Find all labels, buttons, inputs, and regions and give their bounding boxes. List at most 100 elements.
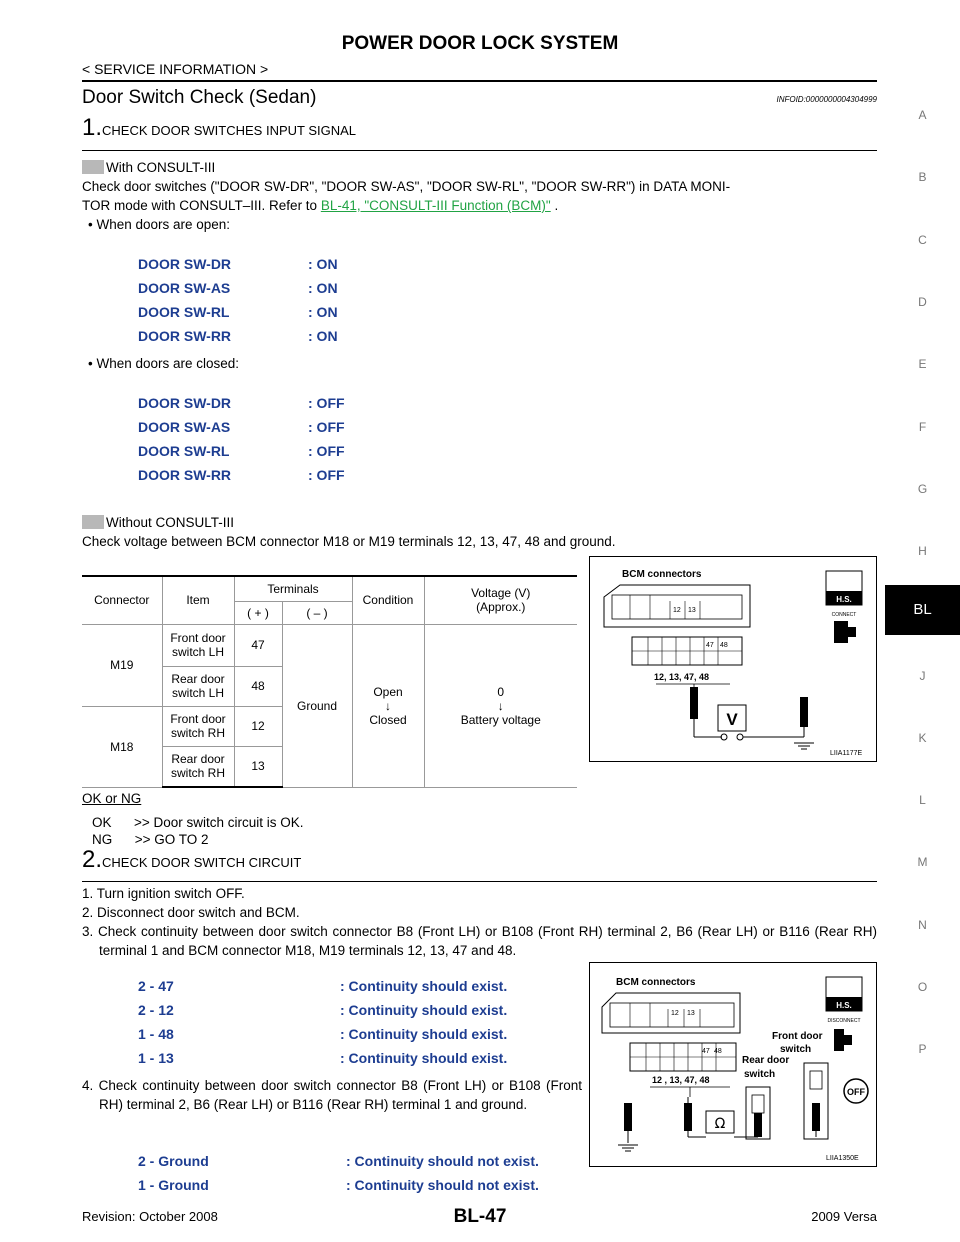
fig2-disconnect: DISCONNECT [827, 1018, 860, 1024]
fig2-term-label: 12 , 13, 47, 48 [652, 1075, 710, 1085]
sidebar-item-l[interactable]: L [919, 793, 926, 807]
spec-row: 2 - Ground: Continuity should not exist. [138, 1153, 539, 1169]
sidebar-item-b[interactable]: B [918, 170, 927, 184]
step2-rule [82, 881, 877, 882]
without-consult: Without CONSULT-III [82, 513, 877, 532]
closed-label: • When doors are closed: [88, 356, 240, 371]
cell-term: 47 [233, 623, 282, 667]
spec-row: DOOR SW-DR: OFF [138, 395, 345, 411]
fig1-code: LIIA1177E [830, 750, 863, 757]
front-door-label: Front door [772, 1031, 823, 1042]
step2-heading: 2.CHECK DOOR SWITCH CIRCUIT [82, 846, 301, 874]
front-switch-label: switch [780, 1044, 811, 1055]
fig2-bcm-label: BCM connectors [616, 977, 696, 988]
cell-ground: Ground [281, 623, 352, 788]
no-consult-tool-icon [82, 515, 104, 529]
doc-title: POWER DOOR LOCK SYSTEM [341, 33, 619, 54]
spec-row: DOOR SW-AS: OFF [138, 419, 345, 435]
th-plus: ( + ) [233, 600, 282, 625]
sidebar-item-g[interactable]: G [917, 482, 928, 496]
fig2-t13: 13 [687, 1010, 695, 1017]
info-id: INFOID:0000000004304999 [776, 95, 877, 104]
sidebar-item-p[interactable]: P [918, 1042, 927, 1056]
spec-row: DOOR SW-DR: ON [138, 256, 338, 272]
closed-spec-list: DOOR SW-DR: OFF DOOR SW-AS: OFF DOOR SW-… [138, 395, 345, 491]
th-voltage: Voltage (V)(Approx.) [423, 575, 577, 625]
list-item: 2. Disconnect door switch and BCM. [82, 905, 300, 920]
fig1-t13: 13 [688, 607, 696, 614]
with-consult: With CONSULT-III [82, 158, 877, 177]
section-title: Door Switch Check (Sedan) [82, 87, 317, 108]
open-spec-list: DOOR SW-DR: ON DOOR SW-AS: ON DOOR SW-RL… [138, 256, 338, 352]
header-rule [82, 80, 877, 82]
th-item: Item [161, 575, 234, 625]
fig1-t12: 12 [673, 607, 681, 614]
rear-switch-label: switch [744, 1069, 775, 1080]
sidebar-item-h[interactable]: H [918, 544, 927, 558]
sidebar-item-bl-active[interactable]: BL [885, 585, 960, 635]
bcm-voltage-figure: BCM connectors 12 13 47 48 12, 13, 47, 4… [589, 556, 877, 762]
open-label: • When doors are open: [88, 217, 231, 232]
ground-spec-list: 2 - Ground: Continuity should not exist.… [138, 1153, 539, 1201]
cell-term: 48 [233, 665, 282, 707]
step2-number: 2. [82, 846, 103, 873]
cell-term: 12 [233, 705, 282, 747]
cell-voltage: 0↓Battery voltage [423, 623, 577, 788]
sidebar-item-n[interactable]: N [918, 918, 927, 932]
ok-ng-label: OK or NG [82, 791, 142, 806]
spec-row: DOOR SW-RL: OFF [138, 443, 345, 459]
rear-door-label: Rear door [742, 1055, 789, 1066]
fig1-term-label: 12, 13, 47, 48 [654, 672, 709, 682]
fig1-bcm-label: BCM connectors [622, 569, 702, 580]
step1-rule [82, 150, 877, 151]
sidebar-item-d[interactable]: D [918, 295, 927, 309]
without-text: Check voltage between BCM connector M18 … [82, 534, 616, 549]
sidebar-item-a[interactable]: A [918, 108, 927, 122]
step1-body: With CONSULT-III Check door switches ("D… [82, 158, 877, 234]
sidebar-item-o[interactable]: O [917, 980, 928, 994]
list-item: 3. Check continuity between door switch … [82, 924, 877, 958]
bcm-continuity-figure: BCM connectors 12 13 47 48 12 , 13, 47, … [589, 962, 877, 1167]
fig1-t47: 47 [706, 642, 714, 649]
spec-row: 1 - 48: Continuity should exist. [138, 1026, 508, 1042]
spec-row: 1 - Ground: Continuity should not exist. [138, 1177, 539, 1193]
cell-term: 13 [233, 745, 282, 788]
step1-text2: TOR mode with CONSULT–III. Refer to BL-4… [82, 198, 559, 213]
sidebar-item-f[interactable]: F [918, 420, 927, 434]
sidebar-item-e[interactable]: E [918, 357, 927, 371]
sidebar-item-j[interactable]: J [919, 669, 926, 683]
cell-m19: M19 [82, 623, 162, 707]
fig2-t48: 48 [714, 1048, 722, 1055]
th-connector: Connector [82, 575, 162, 625]
bcm-continuity-diagram: BCM connectors 12 13 47 48 12 , 13, 47, … [601, 976, 869, 1162]
cell-m18: M18 [82, 705, 162, 788]
sidebar-item-m[interactable]: M [917, 855, 928, 869]
voltage-table: Connector Item Terminals Condition Volta… [82, 575, 577, 788]
th-condition: Condition [351, 575, 424, 625]
ok-result: OK >> Door switch circuit is OK. [92, 815, 304, 830]
th-minus: ( – ) [281, 600, 352, 625]
footer-revision: Revision: October 2008 [82, 1209, 218, 1224]
step1-number: 1. [82, 114, 103, 141]
spec-row: DOOR SW-RR: ON [138, 328, 338, 344]
spec-row: 2 - 12: Continuity should exist. [138, 1002, 508, 1018]
fig1-t48: 48 [720, 642, 728, 649]
step2-title: CHECK DOOR SWITCH CIRCUIT [102, 855, 302, 870]
fig2-code: LIIA1350E [826, 1155, 859, 1162]
page-number: BL-47 [453, 1206, 507, 1227]
ignition-off-icon: OFF [847, 1087, 865, 1097]
consult-function-link[interactable]: BL-41, "CONSULT-III Function (BCM)" [320, 198, 551, 213]
without-consult-block: Without CONSULT-III Check voltage betwee… [82, 513, 877, 551]
sidebar-item-c[interactable]: C [918, 233, 927, 247]
list-item: 4. Check continuity between door switch … [82, 1078, 582, 1112]
step1-text1: Check door switches ("DOOR SW-DR", "DOOR… [82, 179, 731, 194]
list-item: 1. Turn ignition switch OFF. [82, 886, 245, 901]
consult-tool-icon [82, 160, 104, 174]
bcm-voltage-diagram: BCM connectors 12 13 47 48 12, 13, 47, 4… [603, 569, 863, 757]
sidebar-item-k[interactable]: K [918, 731, 927, 745]
